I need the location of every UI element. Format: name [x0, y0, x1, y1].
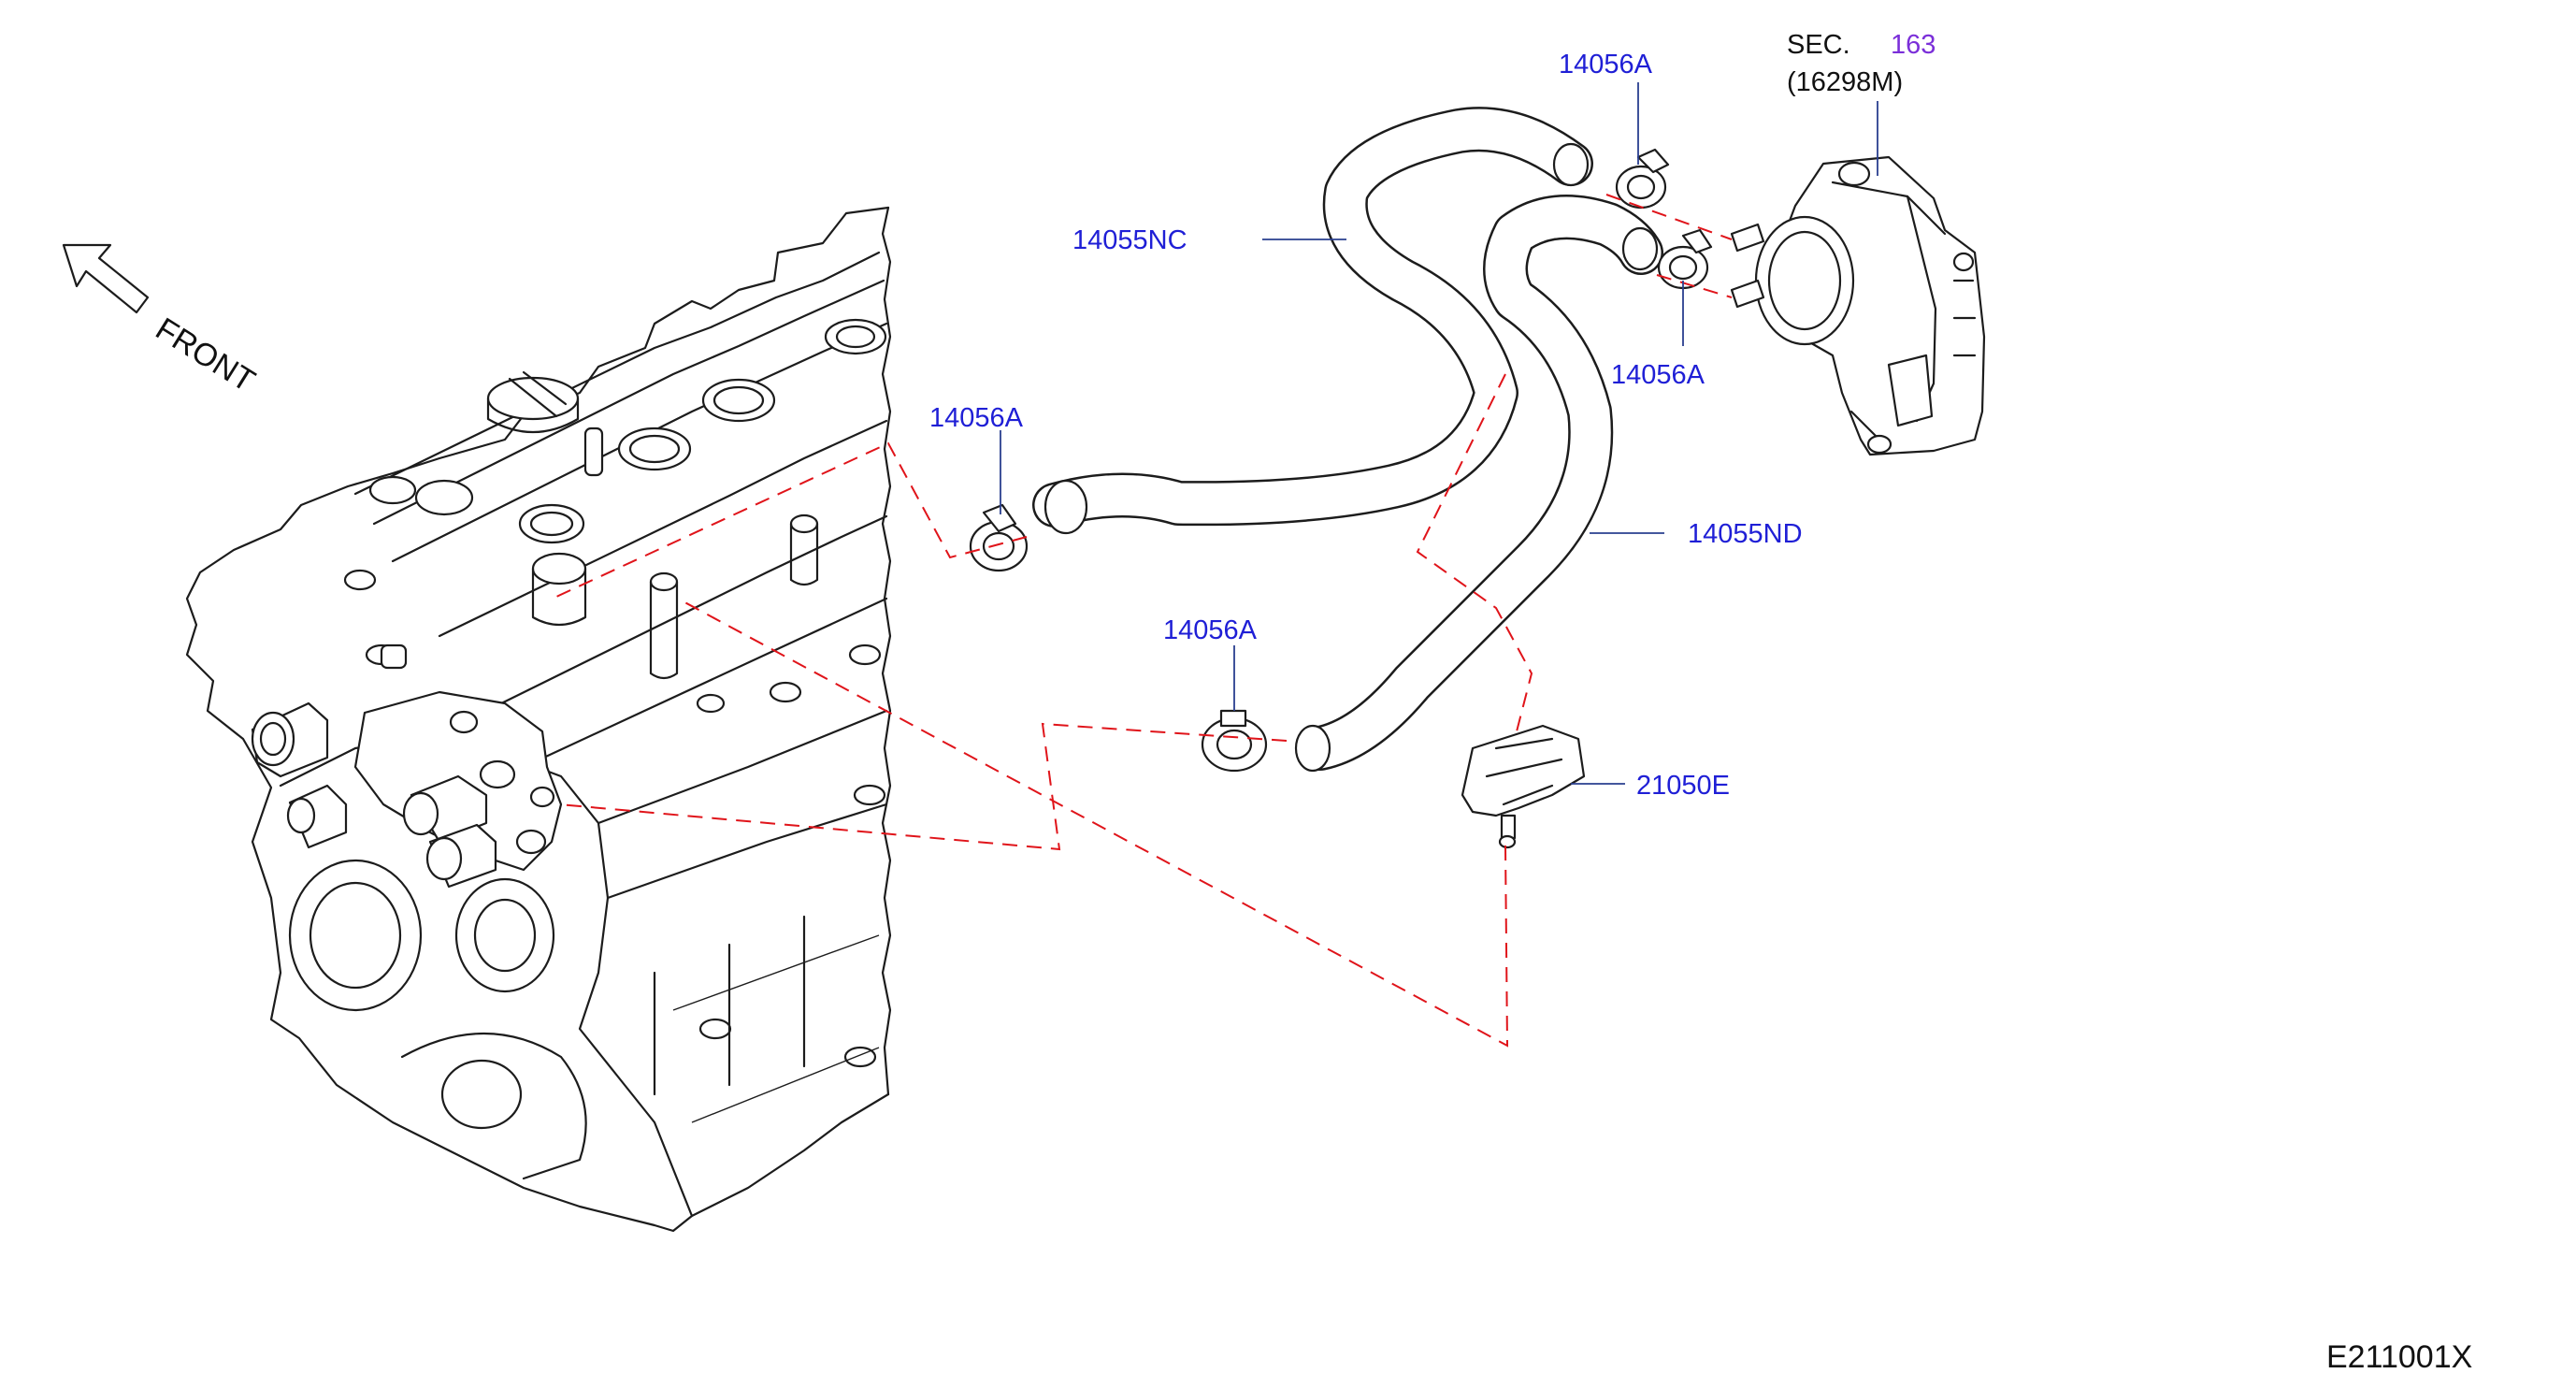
- section-subpart: (16298M): [1787, 67, 1903, 97]
- connection-lines: [555, 194, 1733, 1048]
- callout-14056a-mid[interactable]: 14056A: [1163, 615, 1258, 645]
- hose-14055nc: [1032, 107, 1593, 535]
- engine-block: [185, 206, 892, 1233]
- section-prefix: SEC.: [1787, 30, 1850, 60]
- callout-14056a-left[interactable]: 14056A: [929, 403, 1024, 433]
- callout-14055nd[interactable]: 14055ND: [1688, 519, 1803, 549]
- clamp-mid: [1201, 709, 1268, 773]
- front-arrow-icon: [62, 243, 150, 314]
- callout-14056a-top-2[interactable]: 14056A: [1611, 360, 1705, 390]
- diagram-id: E211001X: [2326, 1339, 2472, 1375]
- section-number-link[interactable]: 163: [1891, 30, 1936, 60]
- clamp-left: [969, 503, 1029, 572]
- clamp-top-2: [1657, 228, 1713, 290]
- callout-14056a-top-1[interactable]: 14056A: [1559, 50, 1653, 80]
- callout-14055nc[interactable]: 14055NC: [1072, 225, 1187, 255]
- leader-lines: [1000, 82, 1878, 785]
- callout-21050e[interactable]: 21050E: [1636, 771, 1730, 801]
- hose-14055nd: [1294, 195, 1663, 773]
- throttle-body: [1730, 155, 1986, 456]
- front-label: FRONT: [150, 311, 261, 399]
- bracket-21050e: [1461, 724, 1586, 849]
- clamp-top-1: [1615, 148, 1670, 210]
